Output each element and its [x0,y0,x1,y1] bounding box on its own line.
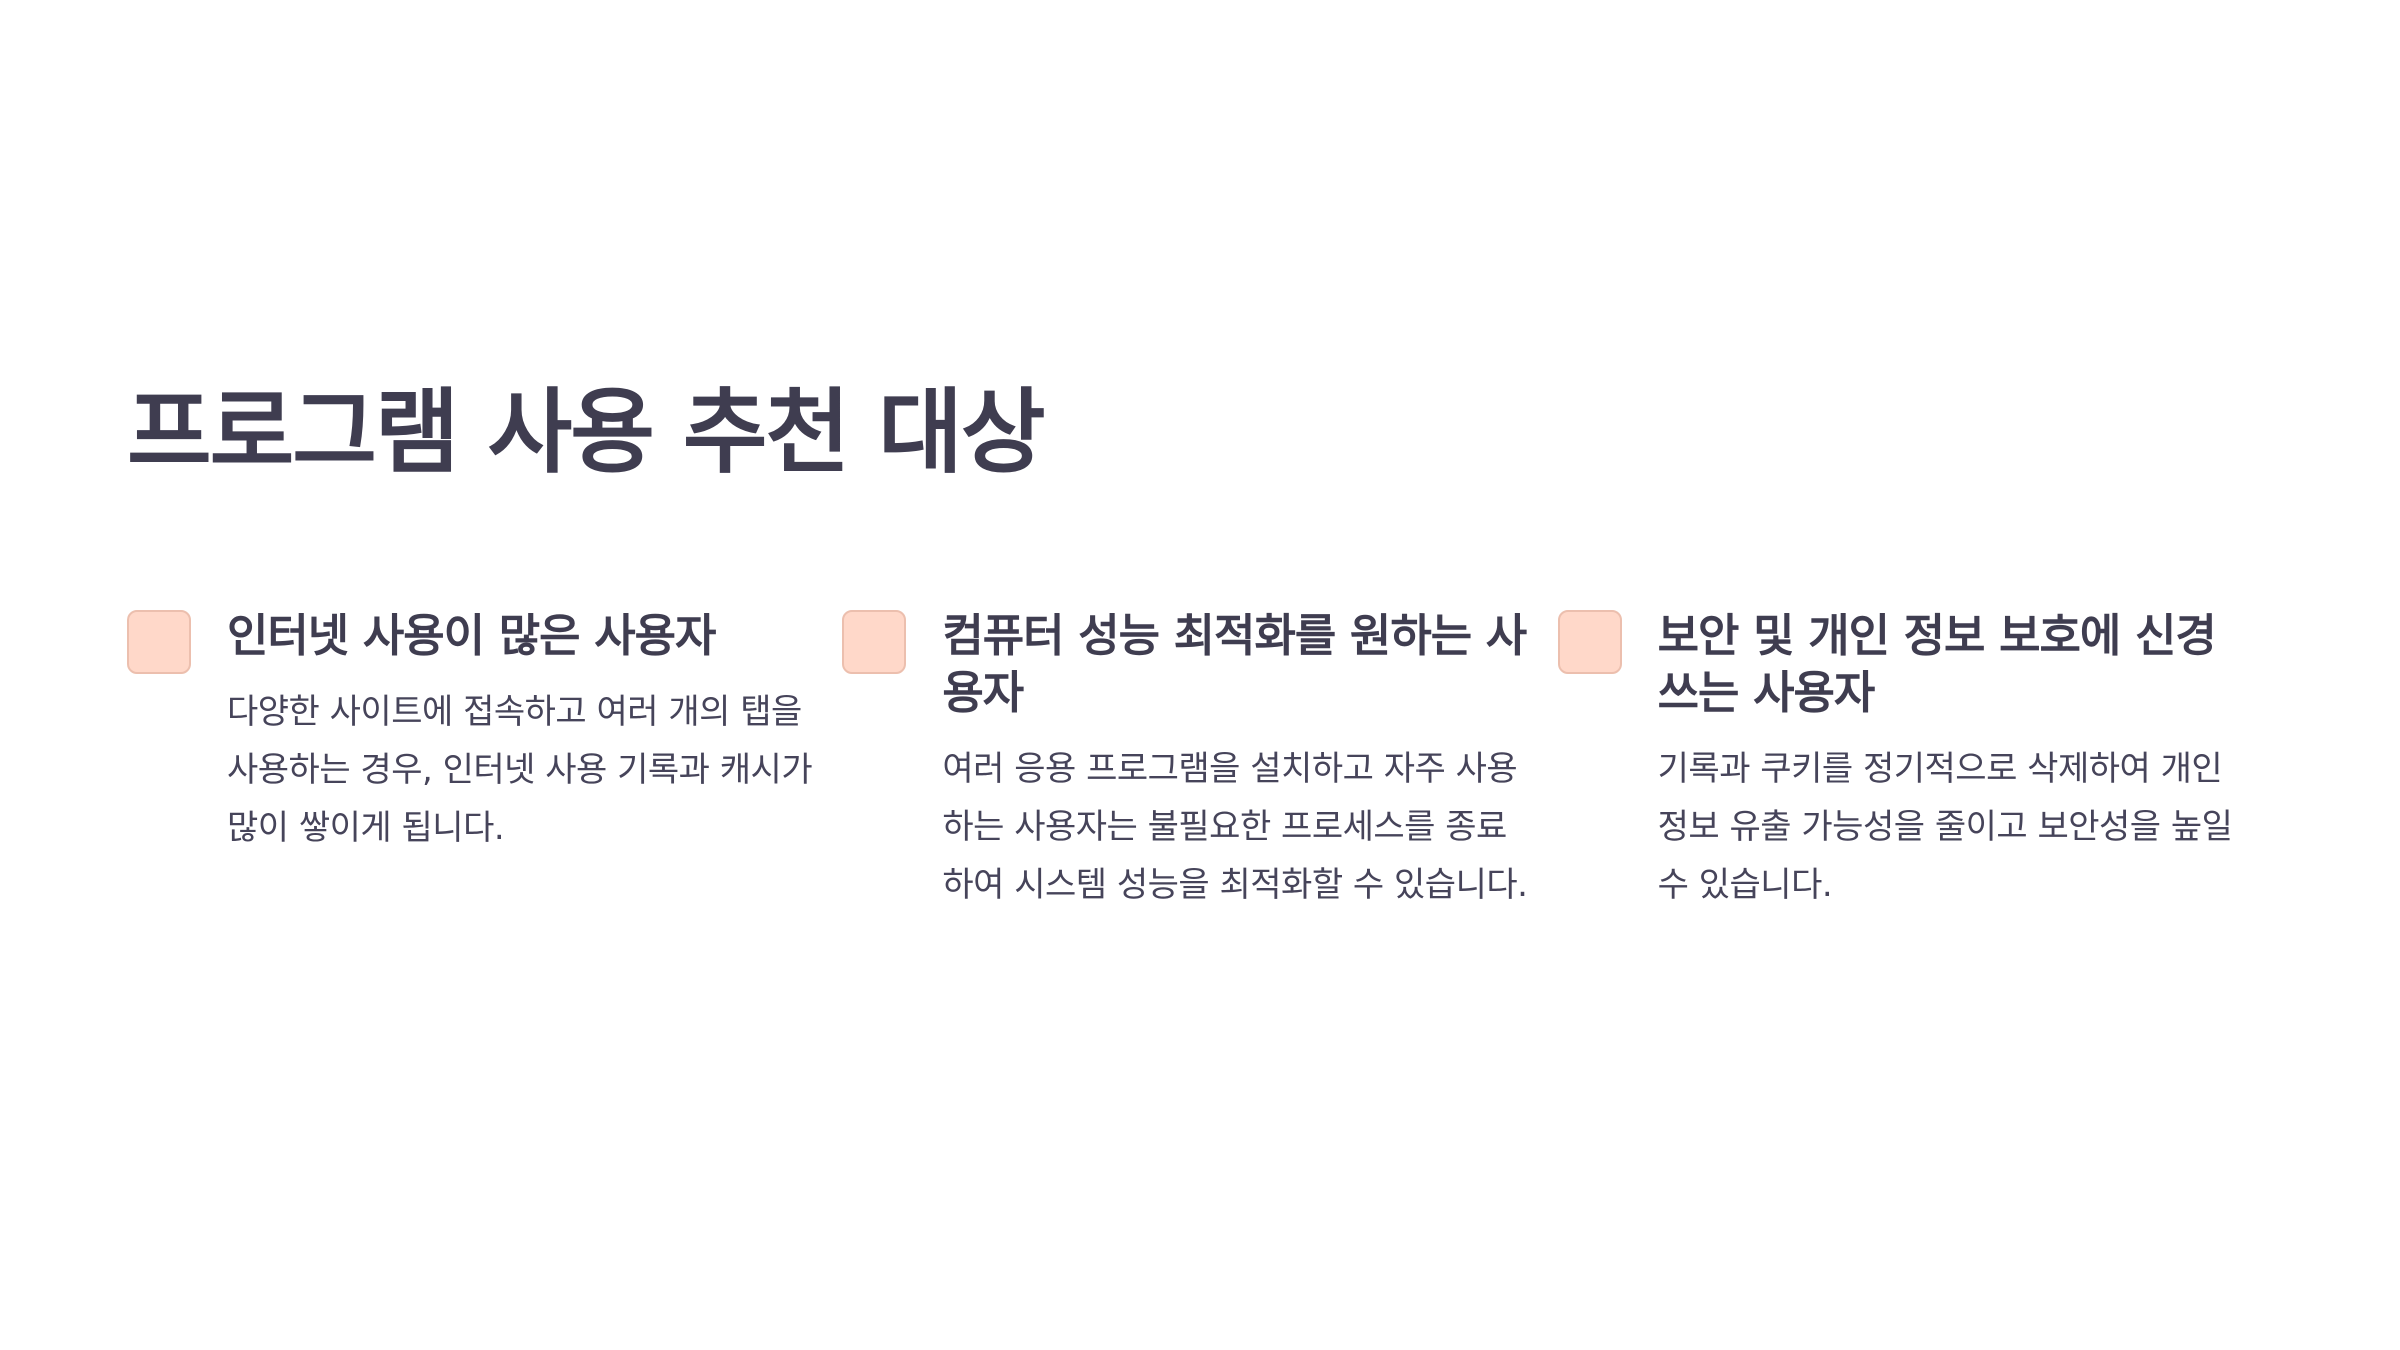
card-security-users: 보안 및 개인 정보 보호에 신경 쓰는 사용자 기록과 쿠키를 정기적으로 삭… [1557,607,2273,914]
card-body: 컴퓨터 성능 최적화를 원하는 사용자 여러 응용 프로그램을 설치하고 자주 … [942,607,1532,914]
card-internet-users: 인터넷 사용이 많은 사용자 다양한 사이트에 접속하고 여러 개의 탭을 사용… [127,607,842,914]
card-icon [1557,610,1622,674]
card-icon [842,610,907,674]
card-title: 인터넷 사용이 많은 사용자 [227,609,716,662]
card-title: 보안 및 개인 정보 보호에 신경 쓰는 사용자 [1657,609,2217,719]
card-title: 컴퓨터 성능 최적화를 원하는 사용자 [942,609,1527,719]
card-body: 인터넷 사용이 많은 사용자 다양한 사이트에 접속하고 여러 개의 탭을 사용… [227,607,817,857]
card-text: 다양한 사이트에 접속하고 여러 개의 탭을 사용하는 경우, 인터넷 사용 기… [227,692,813,848]
slide-title: 프로그램 사용 추천 대상 [127,379,1045,486]
card-icon [127,610,191,674]
card-performance-users: 컴퓨터 성능 최적화를 원하는 사용자 여러 응용 프로그램을 설치하고 자주 … [842,607,1557,914]
card-body: 보안 및 개인 정보 보호에 신경 쓰는 사용자 기록과 쿠키를 정기적으로 삭… [1658,607,2248,914]
card-row: 인터넷 사용이 많은 사용자 다양한 사이트에 접속하고 여러 개의 탭을 사용… [127,607,2273,914]
card-text: 여러 응용 프로그램을 설치하고 자주 사용하는 사용자는 불필요한 프로세스를… [942,749,1528,905]
card-text: 기록과 쿠키를 정기적으로 삭제하여 개인 정보 유출 가능성을 줄이고 보안성… [1657,749,2233,905]
